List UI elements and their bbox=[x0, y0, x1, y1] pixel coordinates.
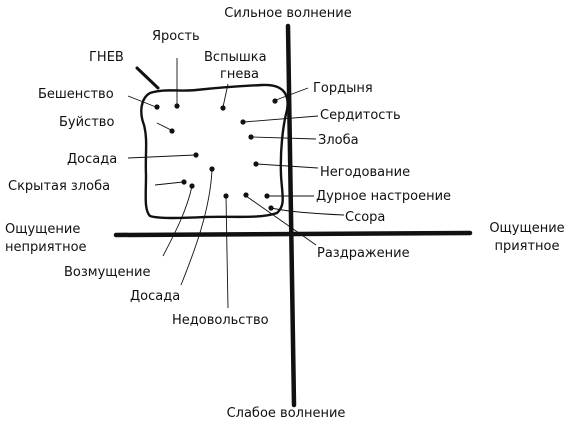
dot-dosada-outer bbox=[209, 166, 215, 172]
axis-label-left-line2: неприятное bbox=[5, 240, 87, 255]
label-serditost: Сердитость bbox=[320, 108, 401, 123]
dot-buystvo bbox=[169, 128, 175, 134]
label-dosada-outer: Досада bbox=[130, 289, 180, 304]
dot-ssora bbox=[268, 205, 274, 211]
dot-gordynya bbox=[272, 98, 278, 104]
horizontal-axis bbox=[113, 230, 473, 238]
label-vozmushchenie: Возмущение bbox=[64, 265, 150, 280]
leader-vspyshka bbox=[222, 83, 229, 108]
label-gordynya: Гордыня bbox=[313, 81, 373, 96]
label-buystvo: Буйство bbox=[59, 115, 114, 130]
dot-yarost bbox=[174, 103, 180, 109]
region-label-gnev: ГНЕВ bbox=[89, 50, 124, 65]
leader-negodovanie bbox=[256, 163, 319, 169]
axis-label-right-line2: приятное bbox=[494, 239, 559, 254]
leader-razdrazhenie bbox=[245, 195, 317, 246]
dot-serditost bbox=[240, 119, 246, 125]
label-yarost: Ярость bbox=[152, 29, 200, 44]
emotion-dots bbox=[154, 98, 278, 211]
label-skrytaya-zloba: Скрытая злоба bbox=[8, 179, 110, 194]
anger-region-outline bbox=[140, 83, 289, 220]
label-dosada-inner: Досада bbox=[67, 152, 117, 167]
leader-lines bbox=[127, 58, 345, 309]
leader-zloba bbox=[251, 136, 317, 140]
axis-label-bottom: Слабое волнение bbox=[227, 406, 346, 421]
leader-skrytaya-zloba bbox=[154, 181, 184, 186]
dot-negodovanie bbox=[253, 161, 259, 167]
label-zloba: Злоба bbox=[318, 133, 359, 148]
dot-vozmushchenie bbox=[189, 183, 195, 189]
label-negodovanie: Негодование bbox=[320, 165, 410, 180]
leader-nedovolstvo bbox=[225, 195, 229, 309]
dot-razdrazhenie bbox=[243, 192, 249, 198]
axis-label-top: Сильное волнение bbox=[224, 6, 351, 21]
leader-gordynya bbox=[275, 87, 309, 101]
label-nedovolstvo: Недовольство bbox=[172, 313, 269, 328]
gnev-label-stroke bbox=[135, 66, 160, 90]
leader-vozmushchenie bbox=[162, 185, 193, 257]
label-durnoe-nastroenie: Дурное настроение bbox=[316, 189, 451, 204]
leader-beshenstvo bbox=[127, 95, 157, 108]
label-beshenstvo: Бешенство bbox=[38, 87, 114, 102]
dot-dosada-inner bbox=[193, 152, 199, 158]
label-razdrazhenie: Раздражение bbox=[317, 246, 410, 261]
leader-dosada-outer bbox=[180, 169, 213, 286]
axis-label-left-line1: Ощущение bbox=[5, 222, 80, 237]
leader-serditost bbox=[243, 115, 319, 123]
leader-ssora bbox=[270, 207, 345, 216]
axis-label-right-line1: Ощущение bbox=[489, 221, 564, 236]
dot-vspyshka bbox=[220, 105, 226, 111]
vertical-axis bbox=[285, 23, 297, 408]
leader-dosada-inner bbox=[127, 154, 196, 159]
label-ssora: Ссора bbox=[345, 210, 385, 225]
dot-skrytaya-zloba bbox=[181, 179, 187, 185]
leader-buystvo bbox=[156, 122, 172, 131]
dot-zloba bbox=[248, 134, 254, 140]
label-vspyshka-line1: Вспышка bbox=[204, 50, 267, 65]
dot-nedovolstvo bbox=[223, 193, 229, 199]
label-vspyshka-line2: гнева bbox=[220, 67, 259, 82]
dot-durnoe bbox=[264, 193, 270, 199]
dot-beshenstvo bbox=[154, 104, 160, 110]
